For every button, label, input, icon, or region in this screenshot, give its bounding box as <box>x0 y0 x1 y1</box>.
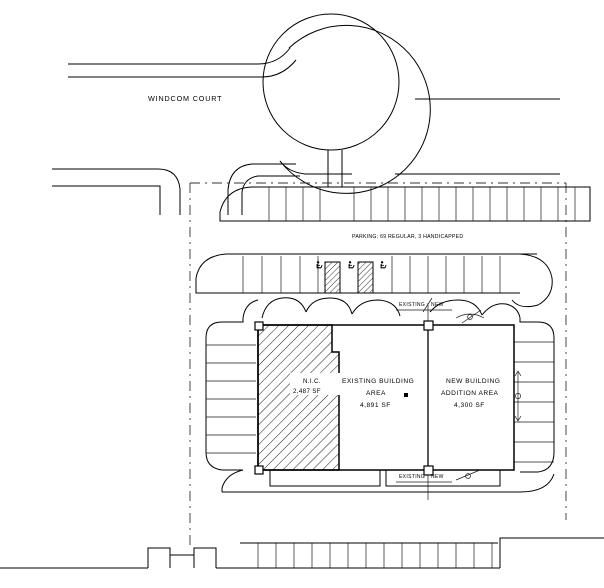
new-building-label-line2: ADDITION AREA <box>441 390 499 397</box>
aisle-ne-curb <box>520 318 554 338</box>
cul-de-sac-outer-arc <box>280 25 430 193</box>
nic-label-line2: 2,487 SF <box>293 388 321 395</box>
new-building-label-line1: NEW BUILDING <box>446 378 500 385</box>
column-marker-n-mid <box>423 320 434 331</box>
south-curb-step-1 <box>148 548 170 568</box>
parking-row-north <box>220 187 590 221</box>
aisle-west-curb <box>206 338 243 470</box>
column-marker-s-mid <box>423 465 434 476</box>
column-marker-nw <box>254 321 264 331</box>
new-building-label-line3: 4,300 SF <box>454 402 485 409</box>
divider-bottom-leader-line <box>455 469 481 481</box>
wheelchair-icon <box>348 260 355 269</box>
parking-row-second <box>196 254 552 307</box>
divider-bottom-leader-dot <box>465 473 471 479</box>
aisle-south-curb <box>222 474 554 492</box>
parking-north-stalls <box>268 187 576 221</box>
south-walk-east <box>386 470 500 486</box>
column-marker-sw <box>254 465 264 475</box>
parking-count-note: PARKING: 69 REGULAR, 3 HANDICAPPED <box>352 234 463 240</box>
street-name-label: WINDCOM COURT <box>148 94 222 103</box>
south-edge-east-step <box>500 538 604 568</box>
cul-de-sac-inner-circle <box>263 14 399 150</box>
parking-second-stalls <box>242 256 501 293</box>
road-south-edge <box>68 60 296 77</box>
building-labels: N.I.C. 2,487 SF EXISTING BUILDING AREA 4… <box>290 373 500 409</box>
divider-top-leader-line <box>461 309 482 324</box>
divider-bottom-existing-label: EXISTING <box>399 474 425 480</box>
property-lines <box>189 182 567 545</box>
south-walk-west <box>270 470 380 486</box>
south-site-edge <box>0 538 604 568</box>
accessible-access-aisle-2 <box>357 261 374 294</box>
branch-road-north-edge <box>52 169 180 215</box>
parking-second-east-island <box>512 254 552 307</box>
building-canopy-arcs <box>243 298 520 318</box>
canopy-arc-5 <box>482 304 520 318</box>
existing-building-label-line3: 4,891 SF <box>360 402 391 409</box>
aisle-nw-curb <box>206 318 243 338</box>
parking-second-west-return <box>196 254 226 293</box>
parking-row-south <box>257 543 493 568</box>
parking-north-west-return <box>220 187 252 221</box>
existing-building-label-line2: AREA <box>366 390 386 397</box>
divider-top-existing-label: EXISTING <box>399 302 425 308</box>
parking-row-west <box>206 344 256 454</box>
divider-top-slash <box>422 297 433 313</box>
dimension-marker-east <box>515 393 521 399</box>
parking-north-east-return <box>584 187 590 221</box>
accessible-access-aisle-1 <box>324 261 341 294</box>
cul-de-sac-outer-tail <box>280 161 352 174</box>
canopy-arc-3 <box>352 300 400 316</box>
street-windcom-court: WINDCOM COURT <box>52 14 560 215</box>
canopy-arc-1 <box>262 298 306 318</box>
divider-annotation-bottom: EXISTING NEW <box>396 469 481 483</box>
divider-top-leader-arc <box>455 313 485 319</box>
wheelchair-icon <box>380 260 387 269</box>
canopy-arc-left-tail <box>243 300 258 318</box>
canopy-arc-2 <box>306 298 352 314</box>
wheelchair-icon <box>316 260 323 269</box>
aisle-east-curb <box>520 338 554 472</box>
existing-building-label-line1: EXISTING BUILDING <box>342 378 414 385</box>
divider-top-leader-dot <box>467 314 473 320</box>
divider-bottom-new-label: NEW <box>431 474 444 480</box>
nic-area-shape <box>257 324 340 471</box>
drive-entry-left <box>228 164 296 215</box>
divider-annotation-top: EXISTING NEW <box>396 297 485 324</box>
nic-label-backdrop <box>290 373 342 395</box>
branch-road-south-edge <box>52 186 160 215</box>
divider-top-new-label: NEW <box>431 302 444 308</box>
building-block <box>254 303 515 500</box>
drive-entry-left-inner <box>242 176 300 215</box>
nic-label-line1: N.I.C. <box>303 378 321 385</box>
aisle-sw-curb <box>222 470 243 492</box>
road-north-edge <box>68 48 290 64</box>
column-marker-center <box>404 393 408 397</box>
drive-aisle-outline <box>206 318 554 492</box>
canopy-arc-4 <box>430 300 482 315</box>
south-curb-notch <box>170 555 194 568</box>
south-curb-step-2 <box>194 548 216 568</box>
